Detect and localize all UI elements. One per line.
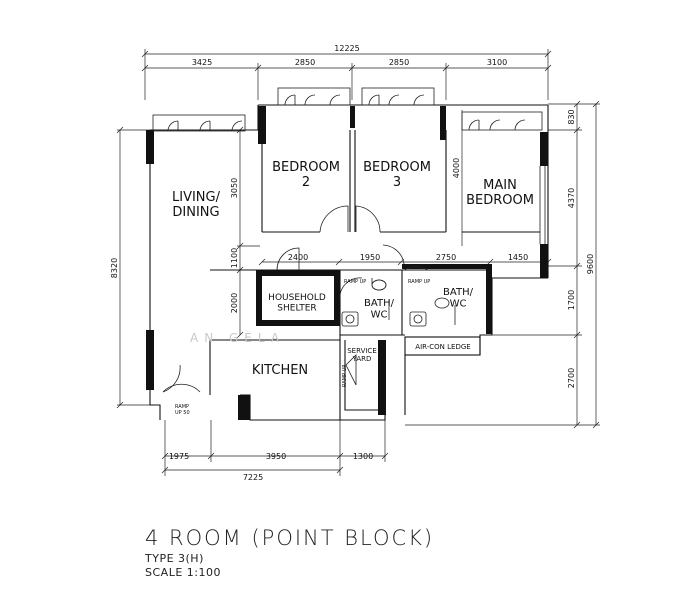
plan-type: TYPE 3(H)	[145, 552, 204, 565]
dim-right-2700: 2700	[567, 368, 576, 388]
fixtures	[341, 278, 456, 327]
dim-bottom-1975: 1975	[169, 452, 189, 461]
ramp-label-bath-1: RAMP UP	[344, 279, 366, 285]
dim-top-2: 2850	[295, 58, 315, 67]
ramp-label-yard: RAMP UP	[342, 365, 348, 387]
dim-inner-1950: 1950	[360, 253, 380, 262]
dim-left-3050: 3050	[230, 178, 239, 198]
dim-inner-1450: 1450	[508, 253, 528, 262]
dim-left-2000: 2000	[230, 293, 239, 313]
room-label-kitchen: KITCHEN	[252, 363, 308, 378]
windows	[152, 87, 546, 244]
dim-right-830: 830	[567, 109, 576, 124]
dim-right-1700: 1700	[567, 290, 576, 310]
dim-right-9600: 9600	[586, 254, 595, 274]
dim-bottom-1300: 1300	[353, 452, 373, 461]
walls	[149, 104, 549, 421]
room-label-bath-2: BATH/WC	[443, 287, 474, 310]
dim-left-1100: 1100	[230, 248, 239, 268]
room-label-bath-1: BATH/WC	[364, 298, 395, 321]
dim-bottom-3950: 3950	[266, 452, 286, 461]
title-block: 4 ROOM (POINT BLOCK) TYPE 3(H) SCALE 1:1…	[145, 526, 434, 580]
dim-left-8320: 8320	[110, 258, 119, 278]
dim-inner-4000: 4000	[452, 158, 461, 178]
dim-top-1: 3425	[192, 58, 212, 67]
dimension-lines	[116, 49, 600, 476]
dim-top-3: 2850	[389, 58, 409, 67]
ramp-label-bath-2: RAMP UP	[408, 279, 430, 285]
dim-top-total: 12225	[334, 44, 359, 53]
plan-scale: SCALE 1:100	[145, 566, 221, 579]
plan-title: 4 ROOM (POINT BLOCK)	[145, 526, 435, 550]
dim-inner-2400: 2400	[288, 253, 308, 262]
wall-columns	[146, 106, 548, 420]
room-label-aircon-ledge: AIR-CON LEDGE	[415, 343, 470, 351]
dim-top-4: 3100	[487, 58, 507, 67]
room-label-living: LIVING/DINING	[172, 190, 221, 220]
doors	[162, 205, 429, 393]
dim-inner-2750: 2750	[436, 253, 456, 262]
dim-right-4370: 4370	[567, 188, 576, 208]
dim-bottom-total: 7225	[243, 473, 263, 482]
watermark: AN GELA	[190, 331, 285, 345]
